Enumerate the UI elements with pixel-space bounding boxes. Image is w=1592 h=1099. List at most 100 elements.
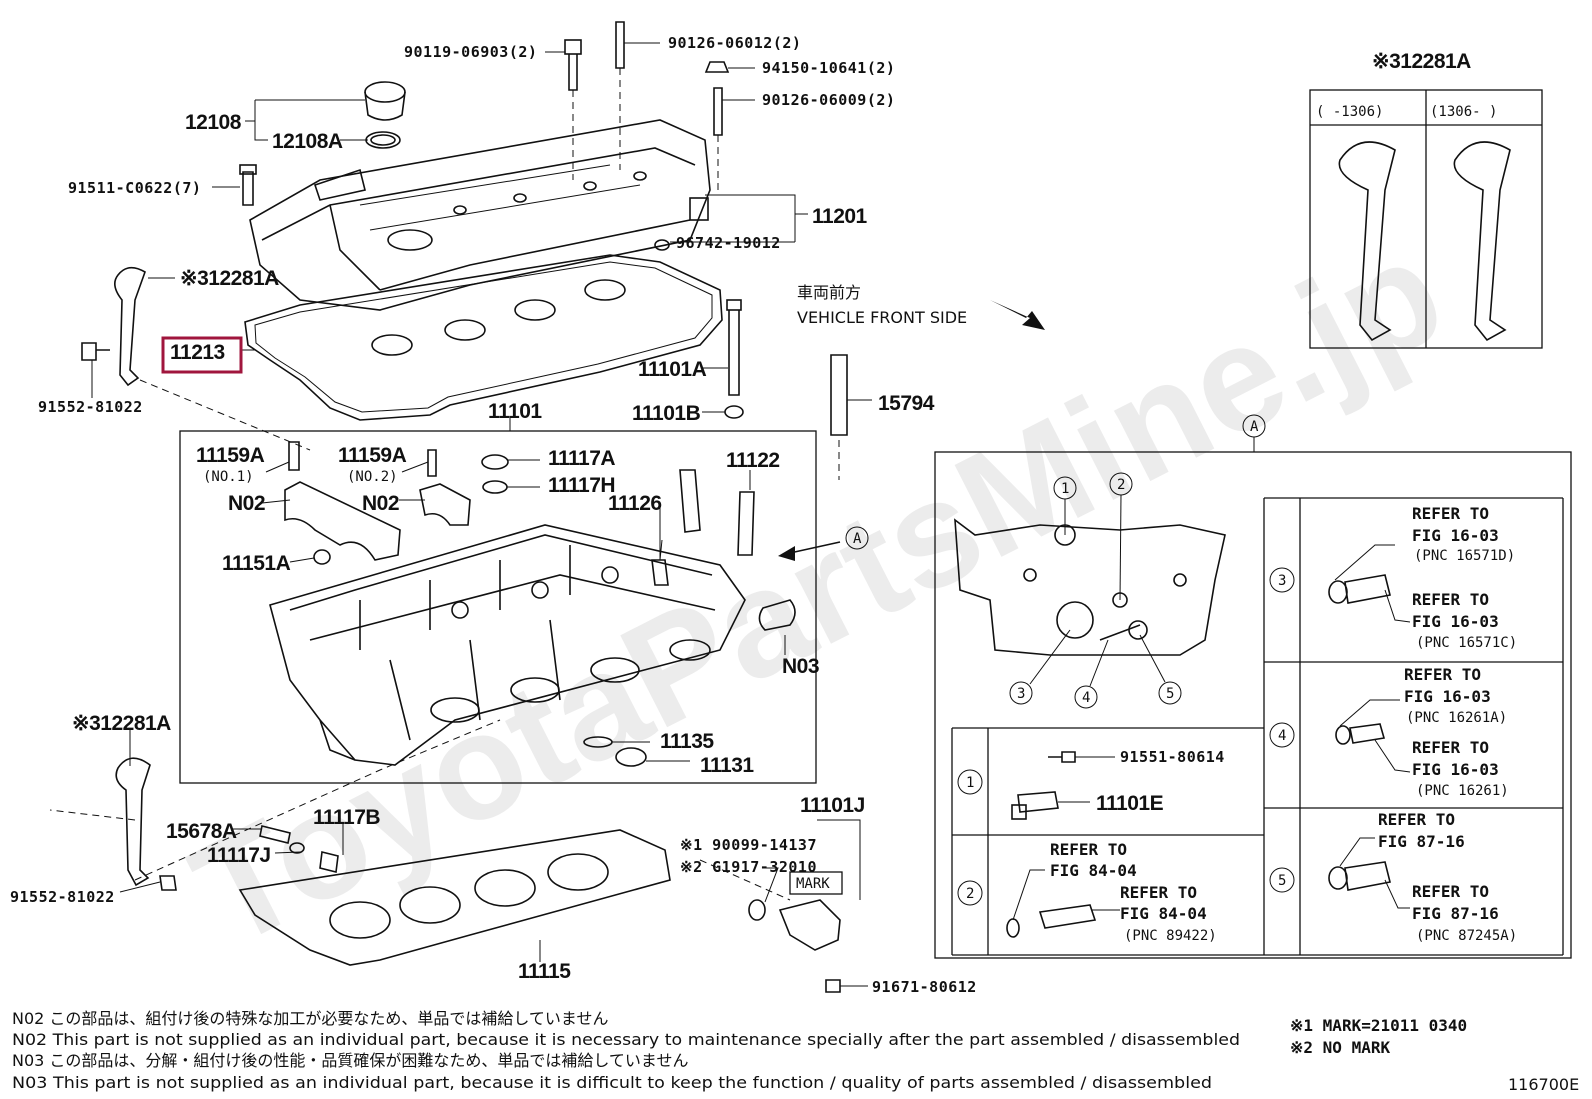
mark-note-2: ※2 NO MARK [1290, 1038, 1390, 1057]
vehicle-front-jp: 車両前方 [797, 283, 861, 302]
bolts-top-illustration [239, 21, 730, 251]
row4-fig-2: FIG 16-03 [1412, 760, 1499, 779]
bearing-cap-illustration [284, 441, 471, 565]
label-90126-06009: 90126-06009(2) [762, 91, 895, 109]
label-11117H: 11117H [548, 474, 615, 497]
row2-number: 2 [966, 886, 974, 902]
row3-pnc-1: (PNC 16571D) [1414, 548, 1515, 564]
sensor-89422-illustration [1006, 904, 1097, 938]
gasket-bores [329, 853, 609, 939]
note-n02-en: N02 This part is not supplied as an indi… [12, 1030, 1240, 1049]
label-11101: 11101 [488, 400, 542, 423]
row4-pnc-2: (PNC 16261) [1416, 783, 1509, 799]
detail-callouts: 1 2 3 4 5 [1009, 472, 1182, 709]
plug-and-tube-illustration [481, 454, 796, 767]
footer-notes: N02 この部品は、組付け後の特殊な加工が必要なため、単品では補給していません … [12, 1009, 1240, 1092]
mark-note-1: ※1 MARK=21011 0340 [1290, 1016, 1467, 1035]
oil-filler-cap-illustration [364, 81, 406, 149]
label-91552-81022-top: 91552-81022 [38, 398, 143, 416]
label-11101J: 11101J [800, 794, 865, 817]
label-11126: 11126 [608, 492, 662, 515]
cylinder-head-gasket-illustration [238, 829, 671, 966]
cylinder-head-illustration [269, 524, 746, 766]
row2-fig-1: FIG 84-04 [1050, 861, 1137, 880]
row3-refer-1: REFER TO [1412, 504, 1489, 523]
label-11101B: 11101B [632, 402, 701, 425]
row4-fig-1: FIG 16-03 [1404, 687, 1491, 706]
leader-lines [91, 42, 872, 987]
detail-a-marker: A [1250, 419, 1259, 435]
selected-part-highlight[interactable] [161, 336, 243, 374]
label-n02-a: N02 [228, 492, 265, 515]
cylinder-head-cover-illustration [249, 119, 711, 311]
label-11159a-no1: 11159A [196, 444, 265, 467]
label-11213: 11213 [170, 341, 225, 364]
head-cover-gasket-illustration [244, 254, 723, 421]
row5-fig-1: FIG 87-16 [1378, 832, 1465, 851]
variant-range-right: (1306- ) [1430, 104, 1497, 120]
label-11151A: 11151A [222, 552, 291, 575]
row4-refer-1: REFER TO [1404, 665, 1481, 684]
sensor-11101e-illustration [1011, 751, 1076, 820]
label-91511-c0622: 91511-C0622(7) [68, 179, 201, 197]
label-11135: 11135 [660, 730, 714, 753]
label-no2: (NO.2) [347, 469, 398, 485]
label-12108: 12108 [185, 111, 242, 134]
label-11122: 11122 [726, 449, 780, 472]
row1-bolt-pn: 91551-80614 [1120, 748, 1225, 766]
label-94150-10641: 94150-10641(2) [762, 59, 895, 77]
label-15794: 15794 [878, 392, 935, 415]
label-91552-81022-bottom: 91552-81022 [10, 888, 115, 906]
vehicle-front-en: VEHICLE FRONT SIDE [797, 308, 967, 327]
row1-sensor-pn: 11101E [1096, 792, 1164, 815]
hose-bracket-old-illustration [1338, 141, 1396, 342]
detail-table-grid [951, 497, 1564, 956]
row5-refer-2: REFER TO [1412, 882, 1489, 901]
row4-pnc-1: (PNC 16261A) [1406, 710, 1507, 726]
label-g1917-32010: ※2 G1917-32010 [680, 858, 817, 876]
spark-plug-tubes-illustration [371, 279, 626, 356]
label-96742-19012: 96742-19012 [676, 234, 781, 252]
label-n02-b: N02 [362, 492, 399, 515]
label-90099-14137: ※1 90099-14137 [680, 836, 817, 854]
hose-clamp-16571-illustration [1328, 574, 1391, 604]
row5-fig-2: FIG 87-16 [1412, 904, 1499, 923]
svg-text:1: 1 [1061, 481, 1069, 497]
label-11101A: 11101A [638, 358, 707, 381]
label-12281a-right: ※312281A [1372, 50, 1471, 73]
label-91671-80612: 91671-80612 [872, 978, 977, 996]
label-11117J: 11117J [207, 844, 271, 867]
note-n03-en: N03 This part is not supplied as an indi… [12, 1073, 1212, 1092]
detail-a-box [934, 451, 1572, 959]
row1-number: 1 [966, 775, 974, 791]
cylinder-head-group-box [179, 430, 817, 784]
svg-text:2: 2 [1117, 477, 1125, 493]
hose-clamp-16261-illustration [1335, 723, 1386, 745]
row3-refer-2: REFER TO [1412, 590, 1489, 609]
svg-text:3: 3 [1017, 686, 1025, 702]
label-n03: N03 [782, 655, 819, 678]
label-90126-06012: 90126-06012(2) [668, 34, 801, 52]
label-mark: MARK [796, 876, 830, 892]
hose-bracket-new-illustration [1453, 141, 1511, 342]
sensor-connector-illustration [748, 819, 861, 993]
union-plug-illustration [159, 825, 339, 891]
label-11117B: 11117B [313, 806, 380, 829]
svg-text:4: 4 [1082, 690, 1090, 706]
label-15678A: 15678A [166, 820, 237, 843]
label-11117A: 11117A [548, 447, 615, 470]
row5-number: 5 [1278, 873, 1286, 889]
row5-pnc-2: (PNC 87245A) [1416, 928, 1517, 944]
label-12281a-lower: ※312281A [72, 712, 171, 735]
row3-fig-1: FIG 16-03 [1412, 526, 1499, 545]
row5-refer-1: REFER TO [1378, 810, 1455, 829]
hose-bracket-lower-illustration [115, 757, 151, 887]
label-11131: 11131 [700, 754, 754, 777]
label-12281a-left: ※312281A [180, 267, 279, 290]
row2-refer-1: REFER TO [1050, 840, 1127, 859]
note-n02-jp: N02 この部品は、組付け後の特殊な加工が必要なため、単品では補給していません [12, 1009, 608, 1028]
label-11115: 11115 [518, 960, 571, 983]
vehicle-front-arrow [990, 300, 1045, 330]
figure-code: 116700E [1508, 1075, 1579, 1094]
